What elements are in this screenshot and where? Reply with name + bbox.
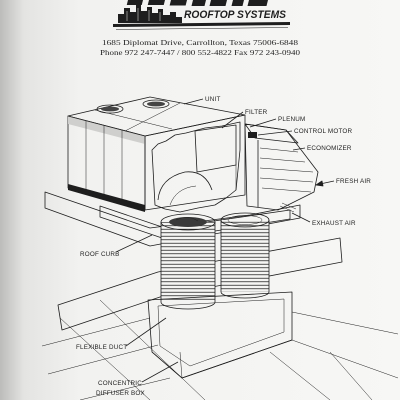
leader-plenum xyxy=(249,118,277,128)
label-filter: FILTER xyxy=(245,109,268,116)
leader-control-motor xyxy=(257,130,293,136)
rooftop-unit xyxy=(67,96,246,213)
corrugated-roof-deck xyxy=(57,237,343,331)
unit-panel-seams xyxy=(85,120,123,204)
label-diffuser-line2: DIFFUSER BOX xyxy=(96,390,146,397)
logo-letter-fragment xyxy=(147,0,165,5)
leader-diffuser-box xyxy=(141,361,179,383)
label-exhaust-air: EXHAUST AIR xyxy=(312,220,356,227)
plenum-turning-vane xyxy=(157,171,213,201)
logo-letter-fragment xyxy=(191,0,206,6)
brand-subtitle: ROOFTOP SYSTEMS xyxy=(184,9,287,21)
unit-base-rail xyxy=(68,184,145,212)
logo-underline-thin xyxy=(115,27,289,30)
company-logo: ROOFTOP SYSTEMS xyxy=(113,0,290,30)
diagram-labels: UNIT FILTER PLENUM CONTROL MOTOR ECONOMI… xyxy=(76,96,371,397)
label-plenum: PLENUM xyxy=(278,116,305,123)
logo-letter-fragment xyxy=(247,0,268,6)
label-economizer: ECONOMIZER xyxy=(307,145,352,152)
economizer-hood xyxy=(244,123,319,213)
logo-letter-fragment xyxy=(231,0,244,6)
condenser-fan-icon xyxy=(96,104,124,114)
fresh-air-arrow-icon xyxy=(315,180,324,187)
exhaust-outlet xyxy=(279,202,297,213)
plenum-inner-curve xyxy=(169,185,197,206)
unit-side-shade xyxy=(68,116,145,144)
ceiling-grid xyxy=(41,299,399,400)
company-contact: Phone 972 247-7447 / 800 552-4822 Fax 97… xyxy=(100,48,300,57)
diffuser-box-insulation xyxy=(157,298,285,367)
label-roof-curb: ROOF CURB xyxy=(80,251,120,258)
label-diffuser-line1: CONCENTRIC xyxy=(98,380,142,387)
label-unit: UNIT xyxy=(205,96,221,103)
company-address: 1685 Diplomat Drive, Carrollton, Texas 7… xyxy=(102,38,298,47)
flexible-duct-supply xyxy=(220,212,270,299)
logo-letter-fragment xyxy=(169,0,187,6)
logo-letter-fragment xyxy=(126,0,143,5)
label-fresh-air: FRESH AIR xyxy=(336,178,371,185)
leader-exhaust-air xyxy=(291,212,311,223)
letterhead: ROOFTOP SYSTEMS 1685 Diplomat Drive, Car… xyxy=(100,0,300,57)
control-motor xyxy=(248,132,257,138)
economizer-louvers xyxy=(259,147,314,193)
skyline-windows xyxy=(126,8,161,21)
leader-roof-curb xyxy=(115,234,153,253)
flexible-duct-return xyxy=(160,213,216,310)
skyline-graphic xyxy=(118,5,182,23)
logo-underline xyxy=(113,22,290,27)
concentric-diffuser-box xyxy=(147,291,293,379)
leader-flexible-duct xyxy=(125,317,167,347)
label-control-motor: CONTROL MOTOR xyxy=(294,128,352,135)
logo-letter-fragment xyxy=(209,0,227,6)
unit-cutaway xyxy=(151,121,241,213)
unit-front-panel xyxy=(144,114,246,211)
leader-lines xyxy=(115,98,335,383)
leader-economizer xyxy=(292,147,306,151)
condenser-fan-icon xyxy=(142,99,170,109)
leader-filter xyxy=(221,111,244,129)
logo-lettering-cropped xyxy=(126,0,268,6)
label-flexible-duct: FLEXIBLE DUCT xyxy=(76,344,127,351)
leader-unit xyxy=(183,98,204,105)
rooftop-unit-diagram: UNIT FILTER PLENUM CONTROL MOTOR ECONOMI… xyxy=(41,96,399,400)
